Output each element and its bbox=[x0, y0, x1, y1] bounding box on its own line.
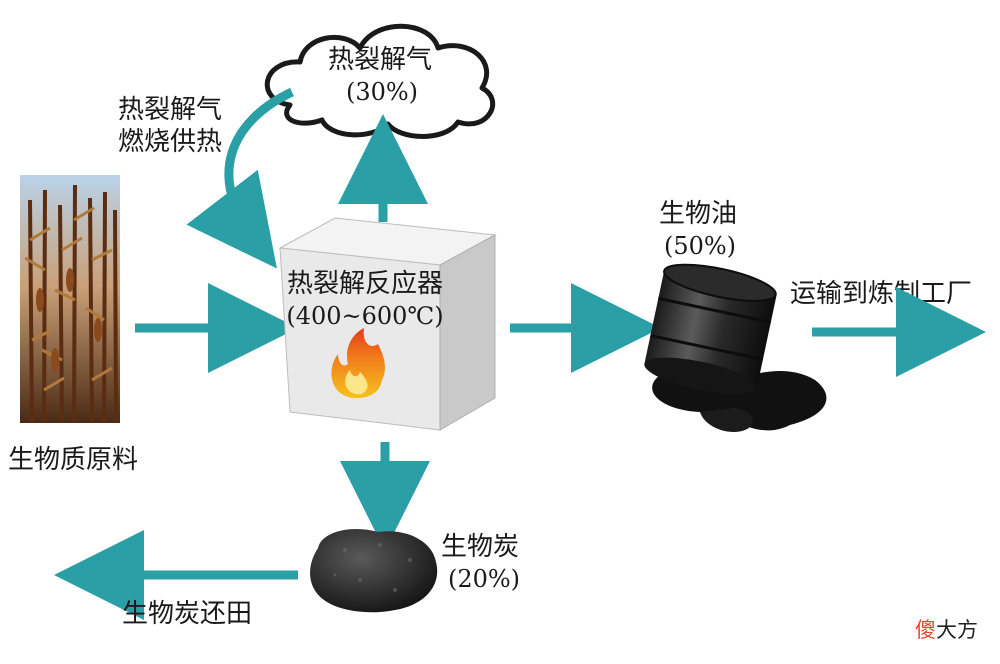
watermark: 傻大方 bbox=[915, 614, 978, 644]
oil-percent: (50%) bbox=[664, 232, 736, 260]
gas-percent: (30%) bbox=[346, 78, 418, 106]
reactor-line2: (400~600℃) bbox=[286, 302, 443, 330]
watermark-part2: 大方 bbox=[936, 618, 978, 642]
transport-label: 运输到炼制工厂 bbox=[790, 279, 972, 309]
oil-barrel-icon bbox=[644, 263, 827, 432]
gas-name: 热裂解气 bbox=[328, 45, 432, 75]
gas-heat-line1: 热裂解气 bbox=[118, 95, 222, 125]
corn-field-image bbox=[20, 175, 120, 424]
gas-heat-line2: 燃烧供热 bbox=[118, 127, 222, 157]
oil-name: 生物油 bbox=[659, 199, 737, 229]
reactor-line1: 热裂解反应器 bbox=[287, 269, 443, 299]
watermark-part1: 傻 bbox=[915, 618, 936, 642]
feedstock-label: 生物质原料 bbox=[8, 445, 138, 475]
heat-supply-arrow bbox=[186, 87, 294, 269]
fire-icon bbox=[331, 328, 385, 399]
char-return-label: 生物炭还田 bbox=[122, 599, 252, 629]
char-name: 生物炭 bbox=[441, 532, 519, 562]
biochar-lump-icon bbox=[310, 528, 438, 613]
char-percent: (20%) bbox=[448, 565, 520, 593]
